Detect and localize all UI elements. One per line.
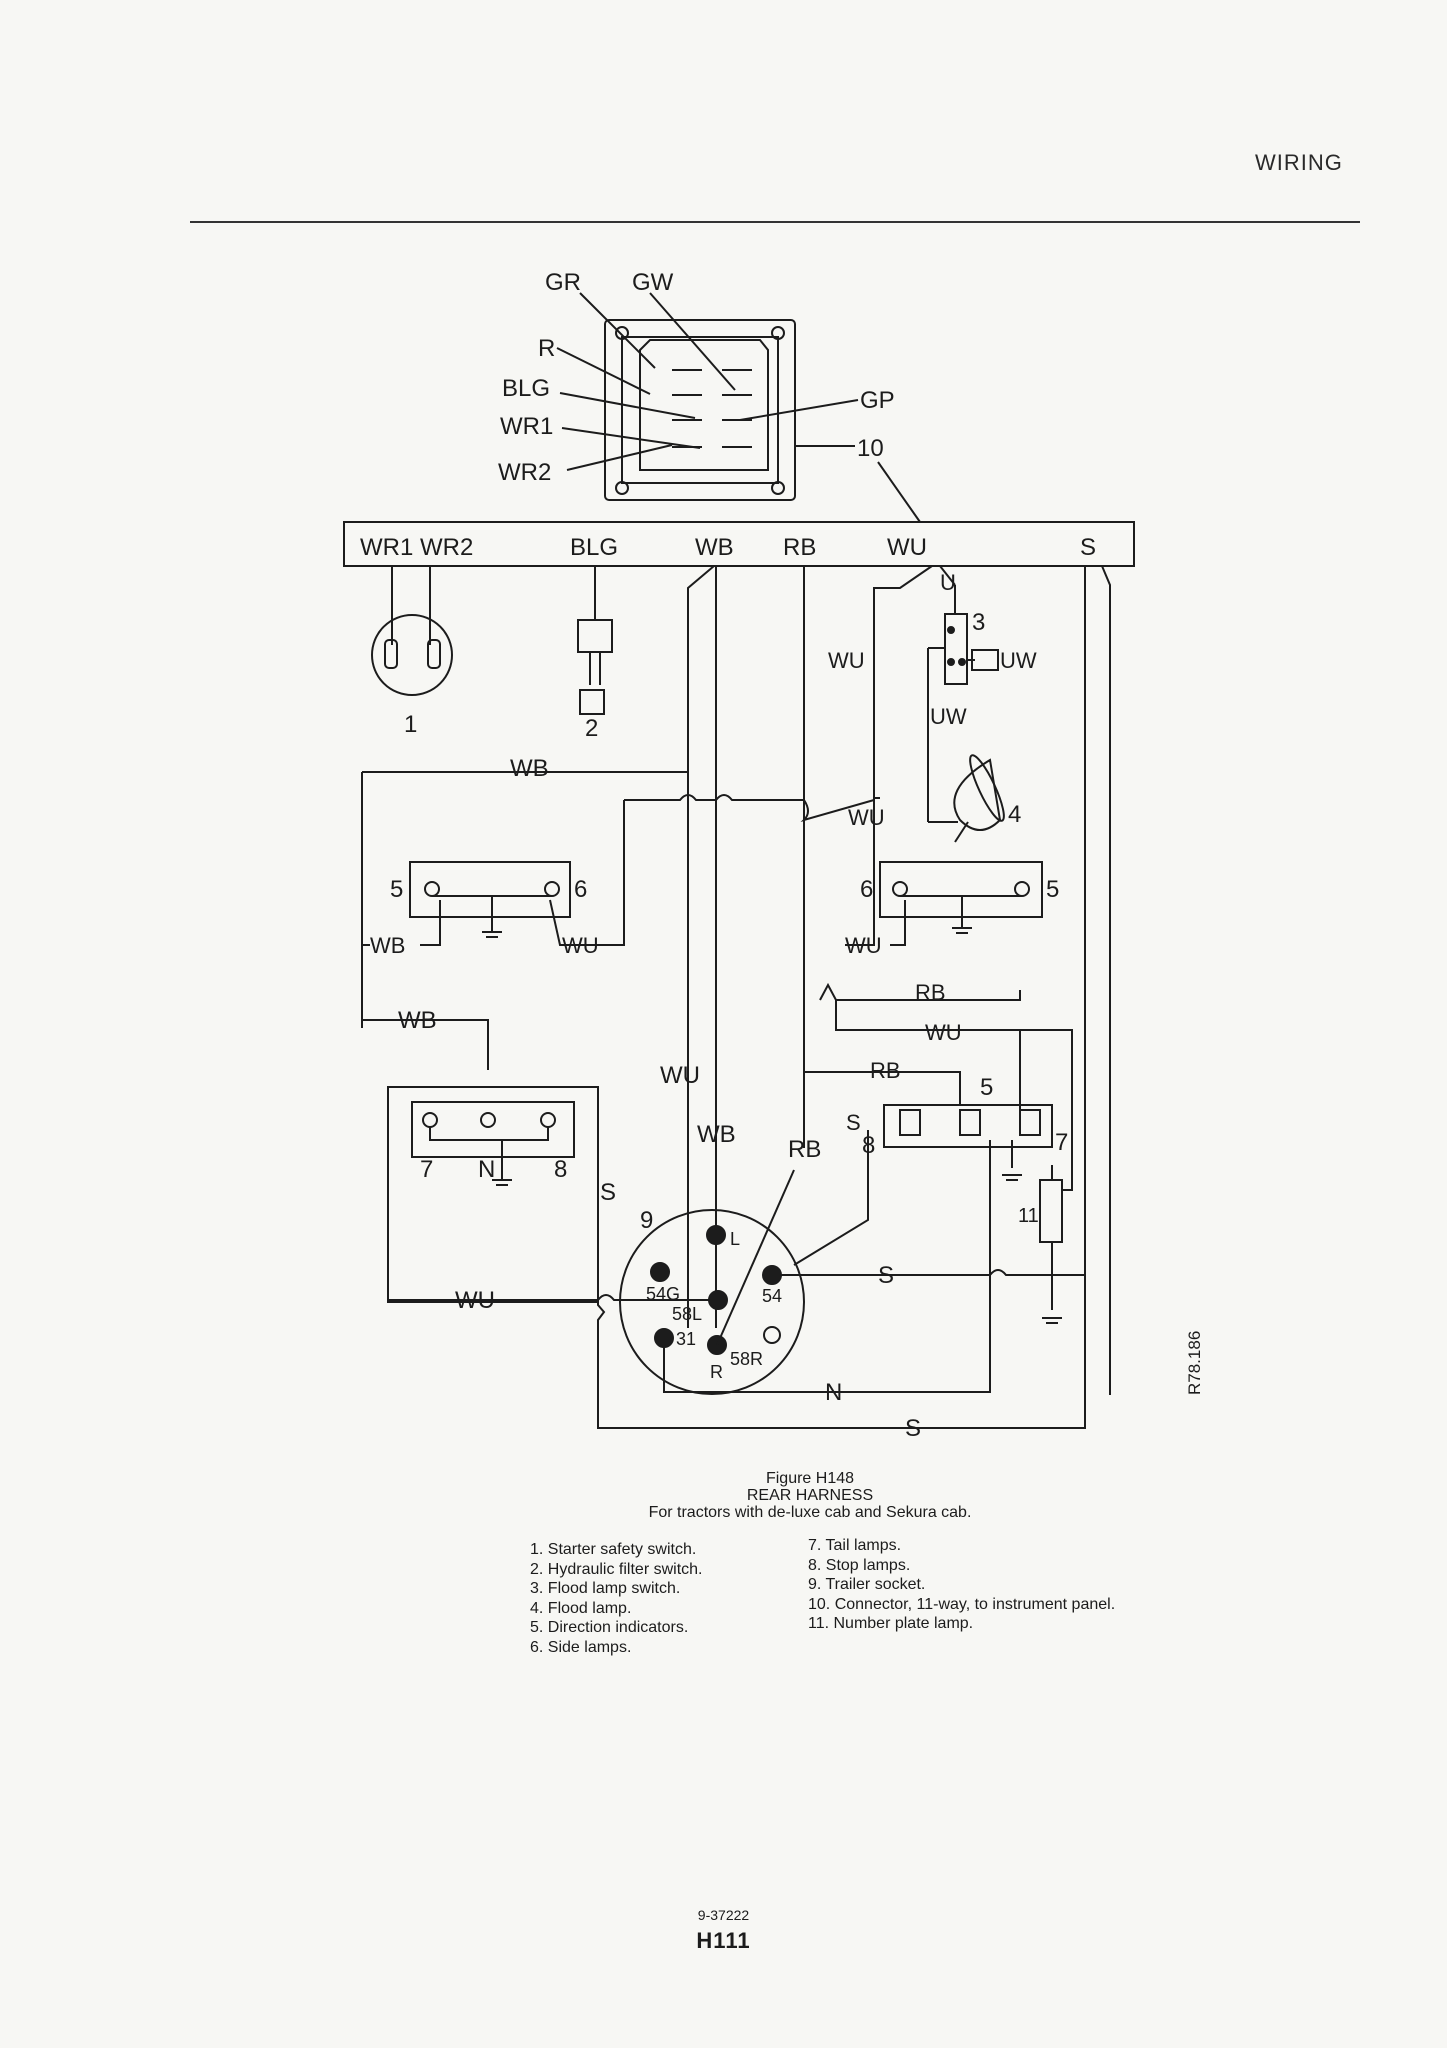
- figure-title: REAR HARNESS: [746, 1487, 874, 1504]
- component-number-4: 4: [1008, 801, 1021, 828]
- tail-stop-lamps: 7 N 8: [387, 1086, 599, 1303]
- bus-label-wu: WU: [887, 534, 927, 561]
- starter-safety-switch: 1: [371, 566, 453, 738]
- drawing-reference: R78.186: [1185, 1330, 1204, 1395]
- component-number-2: 2: [585, 715, 598, 742]
- component-label-n: N: [478, 1156, 495, 1183]
- pin-label-r: R: [538, 335, 555, 362]
- pin-label-wr1: WR1: [500, 413, 553, 440]
- wire-label-wb-top: WB: [510, 755, 549, 782]
- component-number-8-stop: 8: [862, 1132, 875, 1159]
- socket-pin-l: L: [730, 1229, 740, 1249]
- legend-item: 4. Flood lamp.: [530, 1599, 632, 1617]
- document-code: 9-37222: [697, 1907, 750, 1923]
- component-number-7-stop: 7: [1055, 1129, 1068, 1156]
- flood-lamp: 4: [953, 754, 1021, 843]
- figure-caption: Figure H148 REAR HARNESS For tractors wi…: [520, 1470, 1100, 1521]
- component-number-5-stop: 5: [980, 1074, 993, 1101]
- wire-label-s-socket: S: [878, 1262, 894, 1289]
- wire-label-rb-vert: RB: [788, 1136, 821, 1163]
- legend-right: 7. Tail lamps. 8. Stop lamps. 9. Trailer…: [808, 1536, 1115, 1634]
- component-number-7: 7: [420, 1156, 433, 1183]
- socket-pin-54: 54: [762, 1286, 782, 1306]
- bus-label-rb: RB: [783, 534, 816, 561]
- legend-item: 6. Side lamps.: [530, 1638, 632, 1656]
- legend-item: 11. Number plate lamp.: [808, 1615, 974, 1632]
- pin-label-gw: GW: [632, 269, 674, 296]
- legend-item: 9. Trailer socket.: [808, 1576, 926, 1593]
- harness-bus: WR1 WR2 BLG WB RB WU S: [343, 521, 1135, 567]
- wire-label-wb-left-lamp: WB: [370, 933, 405, 958]
- component-number-5-right: 5: [1046, 876, 1059, 903]
- component-number-11: 11: [1018, 1205, 1039, 1227]
- section-title: WIRING: [1255, 150, 1343, 175]
- figure-subtitle: For tractors with de-luxe cab and Sekura…: [648, 1504, 972, 1521]
- bus-label-s: S: [1080, 534, 1096, 561]
- page-number: H111: [696, 1928, 751, 1953]
- trailer-socket: 9 L 54G 58L 54 31 R 58R: [619, 1140, 991, 1395]
- component-number-5-left: 5: [390, 876, 403, 903]
- wire-label-uw-right: UW: [1000, 648, 1037, 673]
- legend-item: 3. Flood lamp switch.: [530, 1580, 681, 1597]
- bus-label-wb: WB: [695, 534, 734, 561]
- hydraulic-filter-switch: 2: [577, 566, 613, 742]
- wire-label-wb-vert: WB: [697, 1121, 736, 1148]
- component-number-6-right: 6: [860, 876, 873, 903]
- number-plate-lamp: 11: [1018, 1165, 1063, 1324]
- component-number-6-left: 6: [574, 876, 587, 903]
- wire-label-wu-vert: WU: [660, 1062, 700, 1089]
- wire-label-wu-bottom: WU: [455, 1287, 495, 1314]
- wire-label-wu-left-lamp: WU: [562, 933, 599, 958]
- wire-label-n-bottom: N: [825, 1379, 842, 1406]
- wire-label-wu-right: WU: [925, 1020, 962, 1045]
- wire-label-rb-right: RB: [915, 980, 946, 1005]
- pin-label-gp: GP: [860, 387, 895, 414]
- right-side-lamps: 6 5 WU: [845, 861, 1059, 958]
- flood-lamp-switch: 3 U UW UW: [927, 565, 1037, 823]
- wire-label-wu-left: WU: [828, 648, 865, 673]
- left-side-lamps: 5 6 WB WU: [370, 800, 625, 958]
- bus-label-wr1-wr2: WR1 WR2: [360, 534, 473, 561]
- socket-pin-58r: 58R: [730, 1349, 763, 1369]
- connector-number-10: 10: [857, 435, 884, 462]
- socket-pin-54g: 54G: [646, 1284, 680, 1304]
- wire-label-rb-stop: RB: [870, 1058, 901, 1083]
- component-number-8: 8: [554, 1156, 567, 1183]
- connector-10: GR GW R BLG WR1 WR2 GP 10: [498, 269, 921, 523]
- component-number-9: 9: [640, 1207, 653, 1234]
- legend-item: 8. Stop lamps.: [808, 1556, 911, 1574]
- figure-number: Figure H148: [765, 1470, 855, 1487]
- component-number-3: 3: [972, 609, 985, 636]
- wire-label-u: U: [940, 570, 956, 595]
- wire-label-s-bottom: S: [905, 1415, 921, 1442]
- pin-label-wr2: WR2: [498, 459, 551, 486]
- bus-label-blg: BLG: [570, 534, 618, 561]
- wire-label-s-left: S: [600, 1179, 616, 1206]
- legend-item: 10. Connector, 11-way, to instrument pan…: [808, 1595, 1116, 1613]
- socket-pin-58l: 58L: [672, 1304, 702, 1324]
- wire-label-s-stop: S: [846, 1110, 861, 1135]
- wire-label-wu-mid: WU: [848, 805, 885, 830]
- legend-item: 5. Direction indicators.: [530, 1619, 689, 1636]
- legend-item: 1. Starter safety switch.: [530, 1541, 697, 1558]
- legend-item: 2. Hydraulic filter switch.: [530, 1560, 703, 1578]
- socket-pin-31: 31: [676, 1329, 696, 1349]
- component-number-1: 1: [404, 711, 417, 738]
- indicator-stop-block: 5 8 7 RB S: [793, 1058, 1068, 1266]
- pin-label-gr: GR: [545, 269, 581, 296]
- wire-label-uw-below: UW: [930, 704, 967, 729]
- legend-left: 1. Starter safety switch. 2. Hydraulic f…: [530, 1540, 703, 1657]
- wire-label-wb-lower: WB: [398, 1007, 437, 1034]
- socket-pin-r: R: [710, 1362, 723, 1382]
- pin-label-blg: BLG: [502, 375, 550, 402]
- legend-item: 7. Tail lamps.: [808, 1537, 902, 1554]
- header-divider: [190, 221, 1360, 223]
